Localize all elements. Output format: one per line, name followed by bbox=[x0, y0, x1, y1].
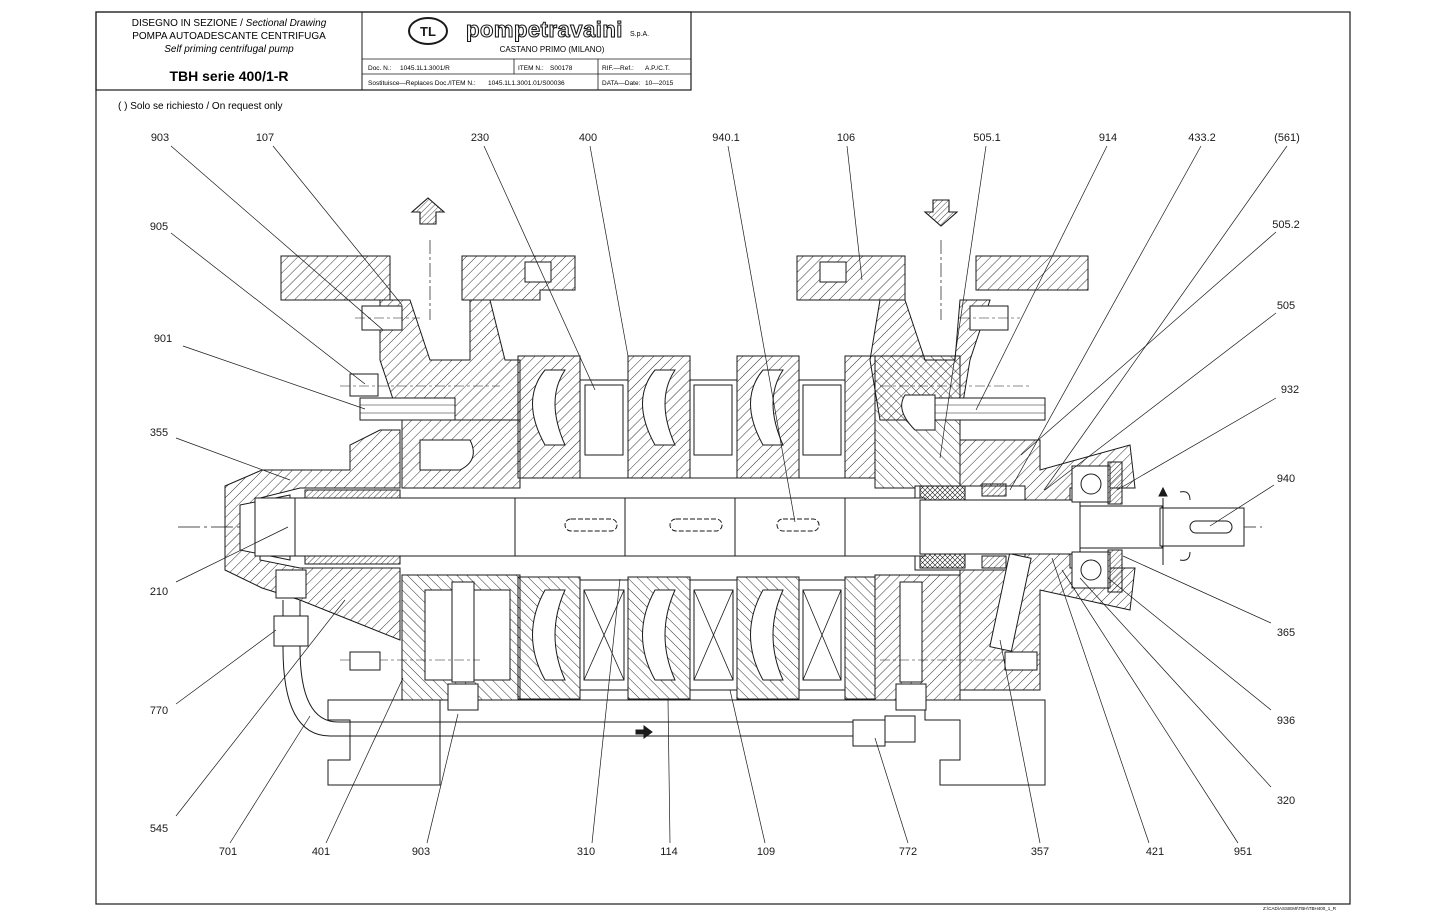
flow-arrow-icon bbox=[635, 725, 653, 739]
callout-top-106: 106 bbox=[837, 132, 855, 144]
model-title: TBH serie 400/1-R bbox=[169, 68, 288, 84]
shaft-key-3 bbox=[776, 518, 820, 532]
base-foot-left bbox=[327, 699, 441, 786]
replaces-label: Sostituisce—Replaces Doc./ITEM N.: bbox=[368, 80, 476, 87]
brand-logo-text: TL bbox=[420, 24, 436, 39]
brand-location: CASTANO PRIMO (MILANO) bbox=[500, 45, 605, 54]
title-line1-sep: / bbox=[237, 18, 245, 29]
footer-path: Z:\CAD\ASSIEMI\TBH\TBH400_1_R bbox=[1263, 906, 1337, 911]
callout-bottom-772: 772 bbox=[899, 846, 917, 858]
down-arrow-icon bbox=[923, 199, 959, 227]
callout-left-210: 210 bbox=[150, 586, 168, 598]
ref-label: RIF.—Ref.: bbox=[602, 65, 634, 72]
impeller-lower-2 bbox=[689, 579, 738, 691]
date-label: DATA—Date: bbox=[602, 80, 641, 87]
callout-right-320: 320 bbox=[1277, 795, 1295, 807]
item-label: ITEM N.: bbox=[518, 65, 544, 72]
callout-top-914: 914 bbox=[1099, 132, 1117, 144]
rotation-arrow-icon bbox=[1158, 486, 1191, 565]
callout-labels: 903 107 230 400 940.1 106 505.1 914 433.… bbox=[150, 132, 1300, 858]
callout-right-505: 505 bbox=[1277, 300, 1295, 312]
callout-left-545: 545 bbox=[150, 823, 168, 835]
date-value: 10—2015 bbox=[645, 80, 674, 87]
sheet-border bbox=[95, 11, 1351, 905]
title-line3: Self priming centrifugal pump bbox=[164, 44, 294, 55]
bolt-901 bbox=[349, 373, 456, 421]
callout-top-433-2: 433.2 bbox=[1188, 132, 1216, 144]
callout-top-230: 230 bbox=[471, 132, 489, 144]
replaces-value: 1045.1L1.3001.01/S00036 bbox=[488, 80, 565, 87]
callout-top-561: (561) bbox=[1274, 132, 1300, 144]
doc-label: Doc. N.: bbox=[368, 65, 392, 72]
callout-top-107: 107 bbox=[256, 132, 274, 144]
base-foot-right bbox=[924, 699, 1046, 786]
discharge-flange bbox=[280, 255, 391, 301]
pump-section bbox=[178, 197, 1262, 786]
impeller-lower-3 bbox=[798, 579, 846, 691]
ref-value: A.P./C.T. bbox=[645, 65, 670, 72]
title-line1-en: Sectional Drawing bbox=[246, 18, 327, 29]
callout-right-365: 365 bbox=[1277, 627, 1295, 639]
item-value: S00178 bbox=[550, 65, 573, 72]
drive-key bbox=[1189, 520, 1233, 534]
callout-top-903: 903 bbox=[151, 132, 169, 144]
on-request-note: ( ) Solo se richiesto / On request only bbox=[118, 101, 283, 112]
brand-name: pompetravaini bbox=[466, 17, 623, 42]
title-block: DISEGNO IN SEZIONE / Sectional Drawing P… bbox=[95, 11, 692, 91]
callout-leaders bbox=[170, 145, 1288, 844]
impeller-lower-1 bbox=[579, 579, 629, 691]
brand-logo-icon: TL bbox=[408, 17, 448, 45]
callout-bottom-310: 310 bbox=[577, 846, 595, 858]
callout-left-355: 355 bbox=[150, 427, 168, 439]
title-line2: POMPA AUTOADESCANTE CENTRIFUGA bbox=[132, 31, 326, 42]
svg-text:DISEGNO IN SEZIONE / Sectional: DISEGNO IN SEZIONE / Sectional Drawing bbox=[132, 18, 327, 29]
callout-bottom-401: 401 bbox=[312, 846, 330, 858]
callout-bottom-951: 951 bbox=[1234, 846, 1252, 858]
callout-left-770: 770 bbox=[150, 705, 168, 717]
title-line1-it: DISEGNO IN SEZIONE bbox=[132, 18, 238, 29]
shaft bbox=[294, 497, 1245, 557]
callout-bottom-109: 109 bbox=[757, 846, 775, 858]
mechanical-seal bbox=[919, 483, 1007, 569]
doc-value: 1045.1L1.3001/R bbox=[400, 65, 450, 72]
up-arrow-icon bbox=[410, 197, 446, 225]
callout-right-505-2: 505.2 bbox=[1272, 219, 1300, 231]
callout-bottom-903: 903 bbox=[412, 846, 430, 858]
bypass-pipe bbox=[273, 569, 916, 747]
callout-top-940-1: 940.1 bbox=[712, 132, 740, 144]
callout-bottom-701: 701 bbox=[219, 846, 237, 858]
suction-flange bbox=[796, 255, 906, 301]
callout-left-901: 901 bbox=[154, 333, 172, 345]
callout-right-936: 936 bbox=[1277, 715, 1295, 727]
callout-top-505-1: 505.1 bbox=[973, 132, 1001, 144]
callout-bottom-114: 114 bbox=[660, 846, 678, 858]
callout-bottom-357: 357 bbox=[1031, 846, 1049, 858]
callout-right-932: 932 bbox=[1281, 384, 1299, 396]
callout-top-400: 400 bbox=[579, 132, 597, 144]
brand-suffix: S.p.A. bbox=[630, 31, 649, 38]
callout-right-940: 940 bbox=[1277, 473, 1295, 485]
shaft-key-1 bbox=[564, 518, 618, 532]
ball-bearing bbox=[1071, 461, 1123, 593]
shaft-key-2 bbox=[669, 518, 723, 532]
callout-left-905: 905 bbox=[150, 221, 168, 233]
callout-bottom-421: 421 bbox=[1146, 846, 1164, 858]
